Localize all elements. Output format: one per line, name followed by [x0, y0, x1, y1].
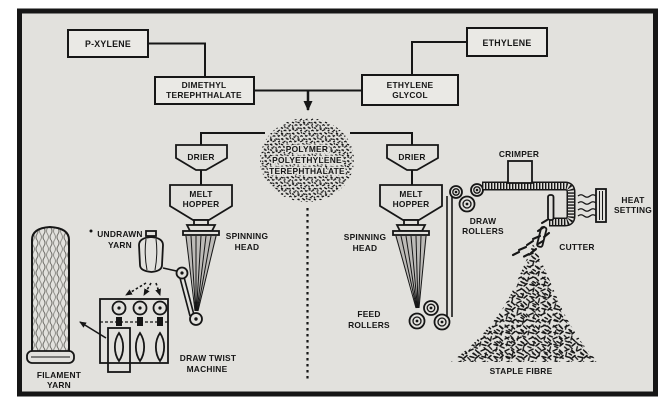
- filament-yarn-package: [26, 225, 75, 364]
- staple-fibre-pile-texture: [455, 248, 594, 361]
- draw-twist-machine-label-1: DRAW TWIST: [180, 353, 237, 363]
- undrawn-yarn-bobbin: [138, 230, 164, 273]
- filament-yarn-label-1: FILAMENT: [37, 370, 82, 380]
- spinning-head-label-left-1: SPINNING: [226, 231, 269, 241]
- polymer-label-3: TEREPHTHALATE: [269, 166, 345, 176]
- draw-rollers: [449, 183, 484, 213]
- draw-twist-machine-label-2: MACHINE: [187, 364, 228, 374]
- ethylene-glycol-label-1: ETHYLENE: [387, 80, 434, 90]
- twist-spindle-1: [113, 331, 125, 363]
- polymer-blob-texture: [262, 120, 352, 200]
- crimped-tow-band: [482, 181, 576, 227]
- ethylene-label: ETHYLENE: [483, 38, 532, 48]
- cutter-blade: [547, 194, 555, 221]
- polymer-label-2: POLYETHYLENE: [272, 155, 342, 165]
- p-xylene-box: [67, 29, 149, 58]
- staple-fibre-line: DRIER MELT HOPPER SPINNING HEAD FEED ROL…: [344, 144, 652, 376]
- twist-spindle-2: [134, 331, 146, 363]
- feed-rollers: [408, 300, 451, 331]
- spinning-head-label-right-2: HEAD: [353, 243, 378, 253]
- melt-hopper-label-left-1: MELT: [189, 189, 213, 199]
- undrawn-yarn-label-1: UNDRAWN: [97, 229, 142, 239]
- crimper-box: [507, 160, 533, 184]
- polymer-label-1: POLYMER: [286, 144, 328, 154]
- feed-rollers-label-2: ROLLERS: [348, 320, 390, 330]
- ethylene-glycol-label-2: GLYCOL: [392, 90, 428, 100]
- machine-to-package-arrow: [79, 321, 107, 339]
- dimethyl-terephthalate-label-2: TEREPHTHALATE: [166, 90, 242, 100]
- filament-yarn-label-2: YARN: [47, 380, 71, 390]
- melt-hopper-left: [169, 184, 233, 221]
- spinneret-plate-left: [182, 230, 220, 236]
- heat-setting-label-1: HEAT: [621, 195, 645, 205]
- cut-fibre-spray: [511, 218, 551, 258]
- spinning-head-label-right-1: SPINNING: [344, 232, 387, 242]
- cutter-label: CUTTER: [559, 242, 594, 252]
- dimethyl-terephthalate-label-1: DIMETHYL: [182, 80, 227, 90]
- dimethyl-terephthalate-box: [154, 76, 255, 105]
- top-flow: P-XYLENE ETHYLENE DIMETHYL TEREPHTHALATE…: [67, 27, 548, 202]
- ethylene-box: [466, 27, 548, 57]
- p-xylene-label: P-XYLENE: [85, 39, 131, 49]
- drier-funnel-right: [386, 144, 439, 171]
- undrawn-yarn-label-2: YARN: [108, 240, 132, 250]
- spinning-head-label-left-2: HEAD: [235, 242, 260, 252]
- crimper-label: CRIMPER: [499, 149, 539, 159]
- heat-setting-label-2: SETTING: [614, 205, 652, 215]
- twist-spindle-3: [154, 331, 166, 363]
- filament-yarn-line: DRIER MELT HOPPER SPINNING HEAD: [26, 144, 269, 390]
- spinneret-plate-right: [392, 230, 430, 236]
- label-leader-dot: [89, 229, 93, 233]
- melt-hopper-right: [379, 184, 443, 221]
- draw-rollers-label-1: DRAW: [470, 216, 497, 226]
- drier-label-left: DRIER: [187, 152, 214, 162]
- melt-hopper-label-left-2: HOPPER: [183, 199, 220, 209]
- heat-setting-plate: [595, 188, 607, 223]
- heat-waves: [577, 194, 597, 218]
- feed-rollers-label-1: FEED: [357, 309, 380, 319]
- melt-hopper-label-right-1: MELT: [399, 189, 423, 199]
- drier-funnel-left: [175, 144, 228, 171]
- melt-hopper-label-right-2: HOPPER: [393, 199, 430, 209]
- drier-label-right: DRIER: [398, 152, 425, 162]
- spindle-highlight-box: [107, 327, 131, 373]
- draw-rollers-label-2: ROLLERS: [462, 226, 504, 236]
- ethylene-glycol-box: [361, 74, 459, 106]
- staple-fibre-label: STAPLE FIBRE: [490, 366, 553, 376]
- bobbin-to-machine-arrows: [125, 282, 161, 296]
- draw-twist-machine: [99, 298, 169, 373]
